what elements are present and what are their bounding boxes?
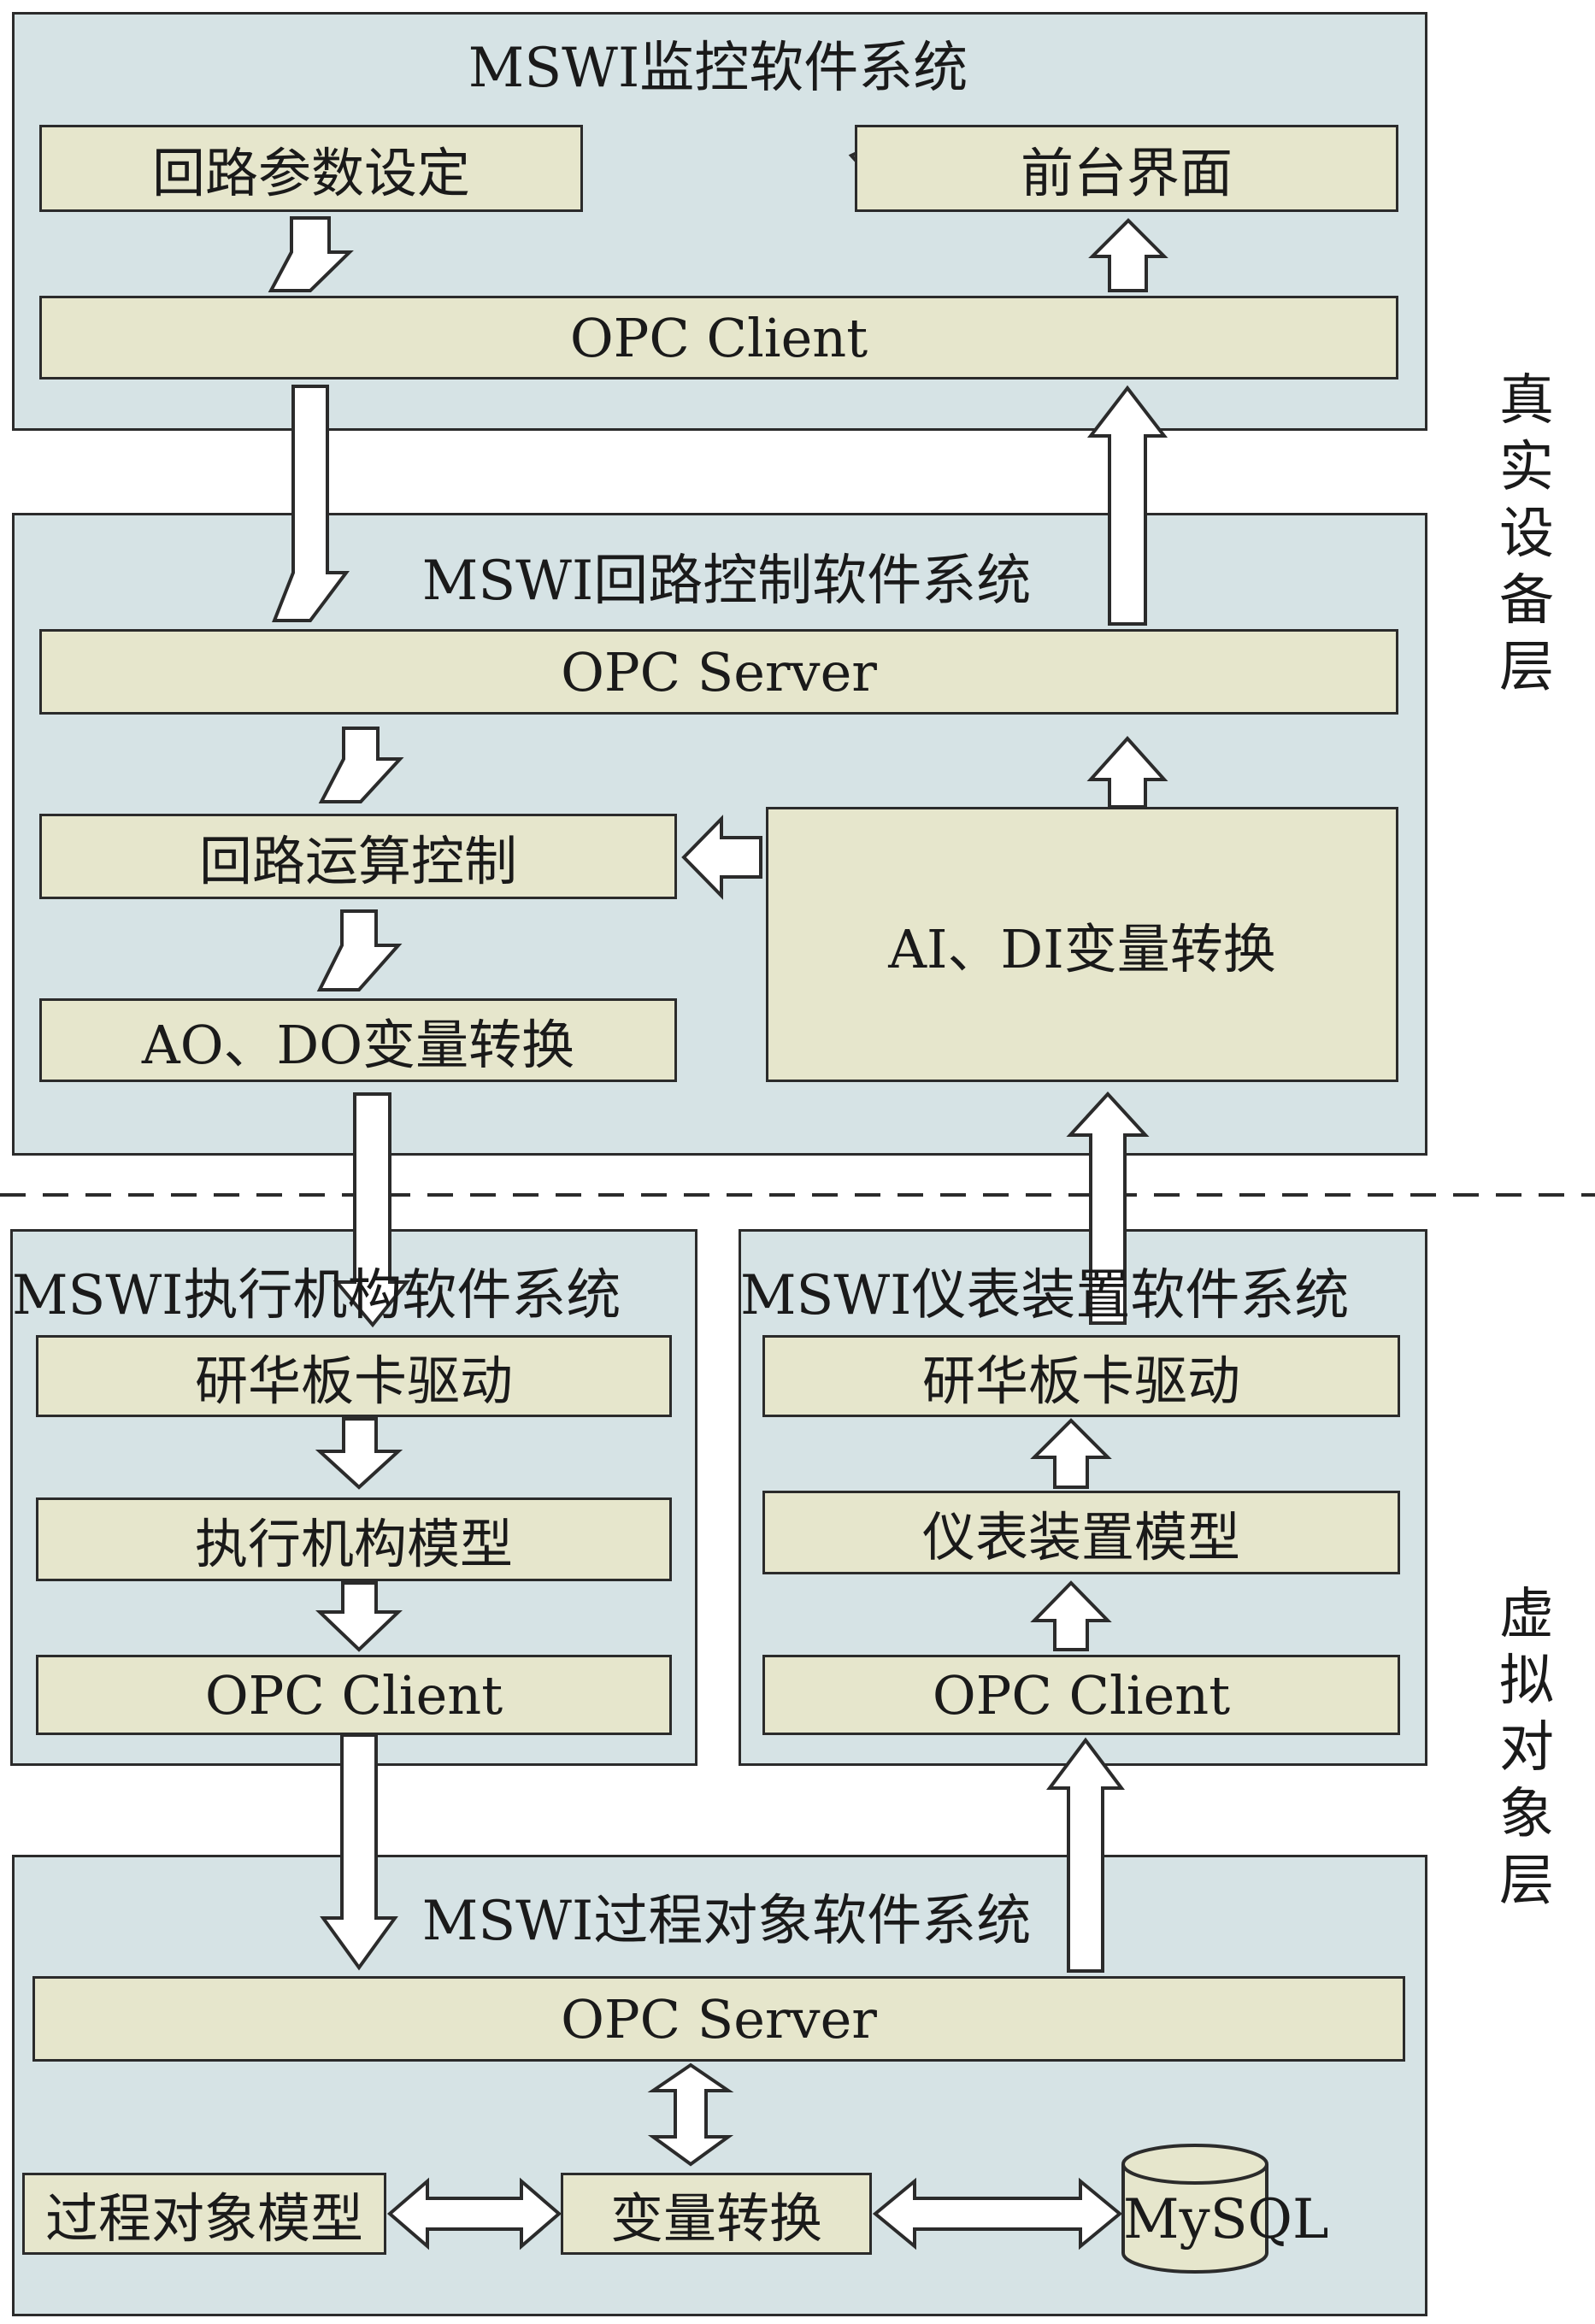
mysql-label: MySQL <box>1123 2188 1329 2251</box>
loop-opc-server-box: OPC Server <box>39 629 1398 715</box>
instrument-driver-box: 研华板卡驱动 <box>762 1335 1400 1417</box>
arrow-server-convert-bidir <box>647 2062 734 2167</box>
process-model-box: 过程对象模型 <box>22 2173 386 2255</box>
process-title: MSWI过程对象软件系统 <box>421 1890 1032 1953</box>
loop-control-title: MSWI回路控制软件系统 <box>421 550 1032 613</box>
ao-do-convert-box: AO、DO变量转换 <box>39 998 677 1082</box>
actuator-opc-client-box: OPC Client <box>36 1655 672 1735</box>
actuator-driver-box: 研华板卡驱动 <box>36 1335 672 1417</box>
arrow-param-to-client <box>268 216 354 292</box>
front-ui-box: 前台界面 <box>855 125 1398 212</box>
arrow-process-to-instclient <box>1046 1737 1125 1973</box>
arrow-server-to-calc <box>318 727 404 803</box>
loop-param-box: 回路参数设定 <box>39 125 583 212</box>
ai-di-convert-box: AI、DI变量转换 <box>766 807 1398 1082</box>
arrow-convert-db-bidir <box>872 2177 1123 2250</box>
virtual-layer-label: 虚拟对象层 <box>1499 1583 1554 1913</box>
instrument-opc-client-box: OPC Client <box>762 1655 1400 1735</box>
arrow-actclient-to-process <box>320 1733 398 1971</box>
arrow-driver-to-actmodel <box>315 1417 403 1490</box>
mysql-db-icon <box>1121 2144 1268 2274</box>
loop-calc-box: 回路运算控制 <box>39 814 677 899</box>
var-convert-box: 变量转换 <box>561 2173 872 2255</box>
arrow-calc-to-aodo <box>316 909 403 991</box>
arrow-model-convert-bidir <box>386 2177 562 2250</box>
actuator-title: MSWI执行机构软件系统 <box>12 1264 621 1327</box>
arrow-monitor-to-loopserver <box>272 385 350 622</box>
actuator-model-box: 执行机构模型 <box>36 1497 672 1581</box>
arrow-loopserver-to-monitor <box>1086 385 1168 626</box>
instrument-title: MSWI仪表装置软件系统 <box>740 1264 1350 1327</box>
real-layer-label: 真实设备层 <box>1499 369 1554 699</box>
monitor-opc-client-box: OPC Client <box>39 296 1398 379</box>
arrow-instclient-to-model <box>1030 1580 1112 1651</box>
arrow-instmodel-to-driver <box>1030 1418 1112 1489</box>
arrow-actmodel-to-client <box>315 1581 403 1652</box>
arrow-aidi-to-calc <box>681 815 762 900</box>
arrow-aodo-to-actuator <box>333 1092 411 1328</box>
arrow-instrument-to-aidi <box>1066 1091 1150 1325</box>
monitor-title: MSWI监控软件系统 <box>468 37 968 100</box>
process-opc-server-box: OPC Server <box>32 1976 1405 2062</box>
arrow-aidi-to-server <box>1086 736 1168 809</box>
arrow-client-to-front <box>1088 218 1168 292</box>
instrument-model-box: 仪表装置模型 <box>762 1491 1400 1574</box>
